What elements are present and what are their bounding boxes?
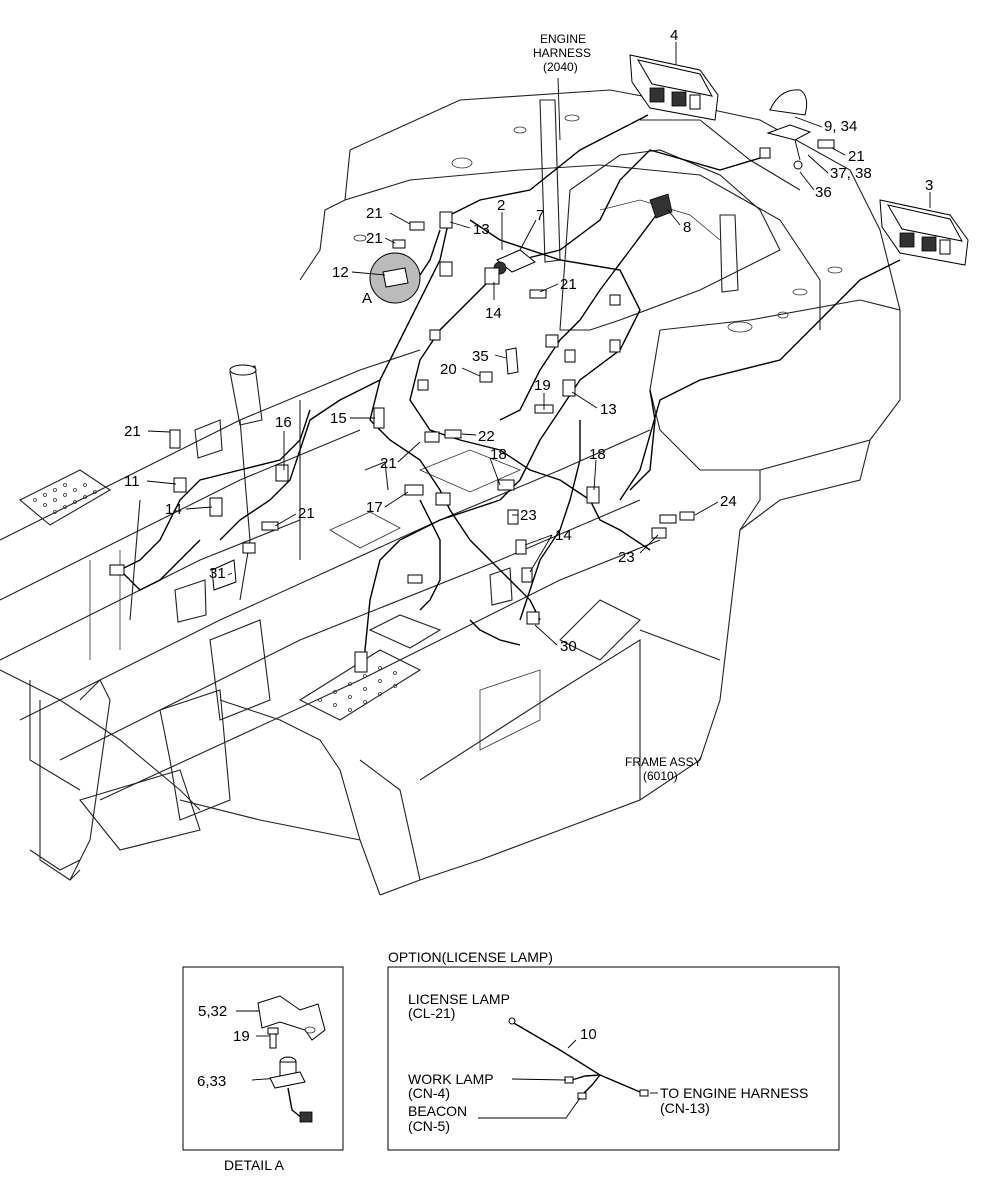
to-engine-harness-code: (CN-13) — [660, 1100, 710, 1116]
callout-21: 21 — [560, 276, 577, 293]
callout-9-34: 9, 34 — [824, 118, 857, 135]
main-labels: ENGINE HARNESS (2040) FRAME ASSY (6010) — [533, 32, 702, 783]
callout-16: 16 — [275, 414, 292, 431]
callout-14: 14 — [165, 501, 182, 518]
to-engine-harness-label: TO ENGINE HARNESS — [660, 1085, 808, 1101]
work-lamp-code: (CN-4) — [408, 1085, 450, 1101]
callout-18: 18 — [490, 446, 507, 463]
engine-harness-label-3: (2040) — [543, 60, 578, 74]
callout-11: 11 — [124, 473, 140, 490]
detail-callout-5-32: 5,32 — [198, 1003, 227, 1020]
callout-8: 8 — [683, 219, 691, 236]
callout-21: 21 — [124, 423, 141, 440]
callout-20: 20 — [440, 361, 457, 378]
detail-callout-19: 19 — [233, 1028, 250, 1045]
frame-assy-label-2: (6010) — [643, 769, 678, 783]
callout-14: 14 — [485, 305, 502, 322]
callout-24: 24 — [720, 493, 737, 510]
work-lamp-4 — [629, 54, 719, 121]
detail-callout-6-33: 6,33 — [197, 1073, 226, 1090]
callout-7: 7 — [536, 207, 544, 224]
callout-14: 14 — [555, 527, 572, 544]
callout-21: 21 — [366, 205, 383, 222]
detail-a-panel: DETAIL A 5,32 19 6,33 — [182, 966, 344, 1173]
work-lamp-label: WORK LAMP — [408, 1071, 494, 1087]
detail-a-caption: DETAIL A — [224, 1157, 285, 1173]
engine-harness-label-2: HARNESS — [533, 46, 591, 60]
engine-harness-label-1: ENGINE — [540, 32, 586, 46]
leader-lines — [146, 42, 931, 646]
perforated-plate-left — [33, 483, 97, 514]
work-lamp-3 — [879, 199, 969, 266]
beacon-code: (CN-5) — [408, 1118, 450, 1134]
callout-35: 35 — [472, 348, 489, 365]
relay-2 — [484, 249, 536, 285]
callout-13: 13 — [600, 401, 617, 418]
license-lamp-label: LICENSE LAMP — [408, 991, 510, 1007]
callout-37-38: 37, 38 — [830, 165, 872, 182]
wire-harness — [119, 114, 901, 670]
beacon-lamp — [766, 89, 812, 170]
callout-21: 21 — [366, 230, 383, 247]
callout-numbers: 4 9, 34 21 37, 38 36 3 21 21 2 7 13 8 12… — [124, 27, 933, 655]
callout-12: 12 — [332, 264, 349, 281]
callout-19: 19 — [534, 377, 551, 394]
frame-assembly-drawing — [0, 89, 901, 896]
option-license-lamp-panel: OPTION(LICENSE LAMP) LICENSE LAMP (CL-21… — [387, 949, 840, 1151]
callout-2: 2 — [497, 197, 505, 214]
callout-10: 10 — [580, 1026, 597, 1043]
callout-21: 21 — [848, 148, 865, 165]
parts — [109, 54, 969, 673]
callout-21: 21 — [298, 505, 315, 522]
callout-A: A — [362, 290, 372, 307]
callout-17: 17 — [366, 499, 383, 516]
callout-36: 36 — [815, 184, 832, 201]
callout-22: 22 — [478, 428, 495, 445]
callout-23: 23 — [520, 507, 537, 524]
callout-4: 4 — [670, 27, 678, 44]
callout-23: 23 — [618, 549, 635, 566]
callout-15: 15 — [330, 410, 347, 427]
callout-18: 18 — [589, 446, 606, 463]
perforated-step-plate — [318, 666, 397, 712]
frame-assy-label-1: FRAME ASSY — [625, 755, 702, 769]
option-title: OPTION(LICENSE LAMP) — [388, 949, 553, 965]
callout-3: 3 — [925, 177, 933, 194]
callout-21: 21 — [380, 455, 397, 472]
callout-13: 13 — [473, 221, 490, 238]
callout-31: 31 — [209, 565, 226, 582]
callout-30: 30 — [560, 638, 577, 655]
beacon-label: BEACON — [408, 1103, 467, 1119]
license-lamp-code: (CL-21) — [408, 1005, 455, 1021]
